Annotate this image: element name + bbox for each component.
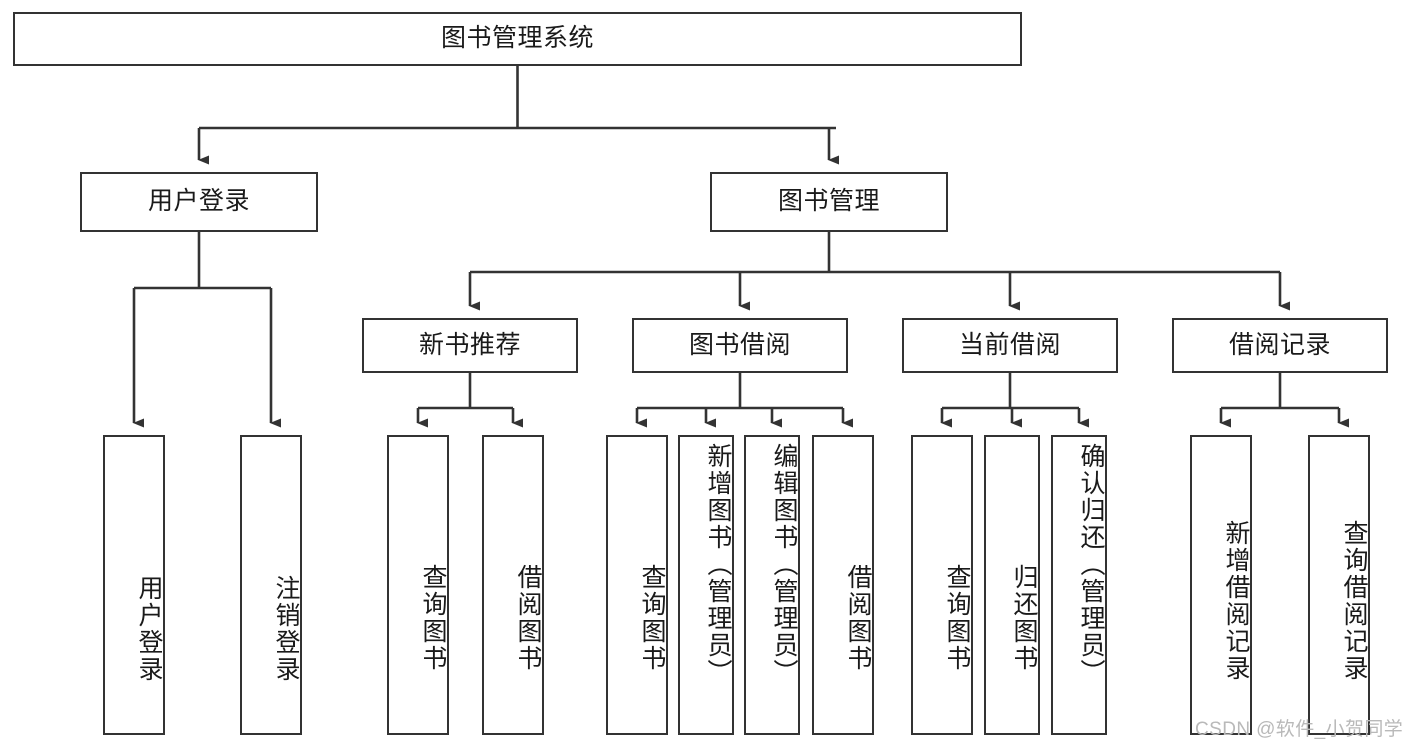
leaf-query-book-current[interactable]: 查询图书	[911, 435, 973, 735]
leaf-logout[interactable]: 注销登录	[240, 435, 302, 735]
edge-group-current-borrow	[940, 373, 1089, 428]
csdn-watermark: CSDN @软件_小贺同学	[1195, 719, 1404, 740]
node-book-borrow[interactable]: 图书借阅	[632, 318, 848, 373]
node-book-manage-label: 图书管理	[777, 187, 880, 216]
leaf-query-book-recommend[interactable]: 查询图书	[387, 435, 449, 735]
leaf-borrow-book-label: 借阅图书	[844, 564, 872, 672]
node-root-label: 图书管理系统	[440, 24, 594, 53]
leaf-query-book-recommend-label: 查询图书	[419, 564, 447, 672]
leaf-confirm-return[interactable]: 确认归还（管理员）	[1051, 435, 1107, 735]
leaf-query-book-borrow[interactable]: 查询图书	[606, 435, 668, 735]
leaf-user-login[interactable]: 用户登录	[103, 435, 165, 735]
leaf-add-book[interactable]: 新增图书（管理员）	[678, 435, 734, 735]
edge-group-book-manage	[468, 232, 1290, 311]
leaf-confirm-return-label: 确认归还（管理员）	[1077, 443, 1105, 686]
leaf-borrow-book-recommend-label: 借阅图书	[514, 564, 542, 672]
leaf-query-borrow-record-label: 查询借阅记录	[1340, 520, 1368, 682]
edge-group-root	[197, 66, 839, 165]
node-book-borrow-label: 图书借阅	[688, 330, 791, 359]
node-new-book-recommend-label: 新书推荐	[418, 330, 521, 359]
leaf-return-book[interactable]: 归还图书	[984, 435, 1040, 735]
leaf-add-book-label: 新增图书（管理员）	[704, 443, 732, 686]
leaf-query-book-borrow-label: 查询图书	[638, 564, 666, 672]
edge-group-new-book-rec	[416, 373, 523, 428]
leaf-query-borrow-record[interactable]: 查询借阅记录	[1308, 435, 1370, 735]
leaf-borrow-book-recommend[interactable]: 借阅图书	[482, 435, 544, 735]
node-user-login-label: 用户登录	[147, 187, 250, 216]
node-current-borrow-label: 当前借阅	[958, 330, 1061, 359]
node-borrow-record[interactable]: 借阅记录	[1172, 318, 1388, 373]
node-current-borrow[interactable]: 当前借阅	[902, 318, 1118, 373]
node-root[interactable]: 图书管理系统	[13, 12, 1022, 66]
leaf-borrow-book[interactable]: 借阅图书	[812, 435, 874, 735]
leaf-logout-label: 注销登录	[272, 575, 300, 683]
leaf-add-borrow-record[interactable]: 新增借阅记录	[1190, 435, 1252, 735]
node-book-manage[interactable]: 图书管理	[710, 172, 948, 232]
node-new-book-recommend[interactable]: 新书推荐	[362, 318, 578, 373]
leaf-user-login-label: 用户登录	[135, 575, 163, 683]
edge-group-book-borrow	[635, 373, 853, 428]
leaf-return-book-label: 归还图书	[1010, 564, 1038, 672]
node-borrow-record-label: 借阅记录	[1228, 330, 1331, 359]
leaf-query-book-current-label: 查询图书	[943, 564, 971, 672]
edge-group-borrow-record	[1219, 373, 1349, 428]
leaf-edit-book-label: 编辑图书（管理员）	[770, 443, 798, 686]
node-user-login[interactable]: 用户登录	[80, 172, 318, 232]
edge-group-user-login	[132, 232, 281, 428]
leaf-edit-book[interactable]: 编辑图书（管理员）	[744, 435, 800, 735]
leaf-add-borrow-record-label: 新增借阅记录	[1222, 520, 1250, 682]
